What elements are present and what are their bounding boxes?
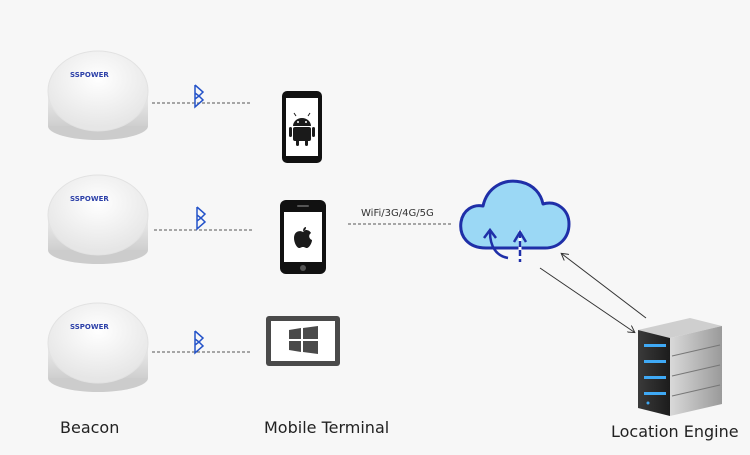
- beacon-brand: SSPOWER: [70, 195, 109, 203]
- bluetooth-icon: [194, 84, 205, 109]
- bluetooth-link-1: [152, 84, 252, 109]
- beacon-2: SSPOWER: [47, 174, 149, 264]
- apple-phone-icon: [280, 200, 326, 274]
- cloud-to-server-arrow: [539, 267, 634, 332]
- cloud-icon: [459, 179, 571, 262]
- bluetooth-icon: [194, 330, 205, 355]
- bluetooth-link-3: [152, 330, 252, 355]
- server-to-cloud-arrow: [562, 254, 647, 319]
- beacon-label: Beacon: [60, 418, 120, 437]
- location-engine-label: Location Engine: [611, 422, 739, 441]
- mobile-terminal-label: Mobile Terminal: [264, 418, 390, 437]
- android-phone-icon: [282, 91, 322, 163]
- beacon-1: SSPOWER: [47, 50, 149, 140]
- beacon-brand: SSPOWER: [70, 71, 109, 79]
- beacon-3: SSPOWER: [47, 302, 149, 392]
- bluetooth-link-2: [154, 206, 252, 231]
- bluetooth-icon: [196, 206, 207, 231]
- server-icon: [638, 318, 722, 416]
- wifi-link-label: WiFi/3G/4G/5G: [361, 208, 434, 219]
- beacon-brand: SSPOWER: [70, 323, 109, 331]
- windows-tablet-icon: [266, 316, 340, 366]
